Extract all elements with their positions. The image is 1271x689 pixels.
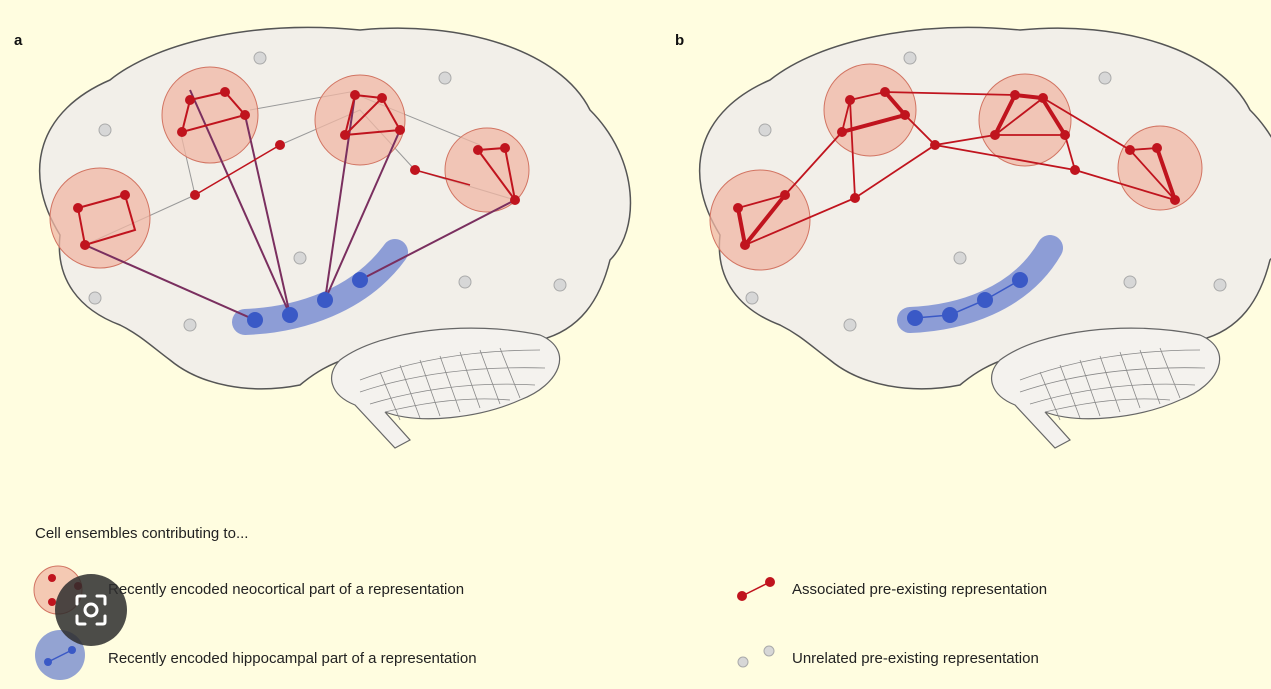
visual-search-lens-button[interactable] bbox=[55, 574, 127, 646]
legend-hippocampal-label: Recently encoded hippocampal part of a r… bbox=[108, 650, 477, 667]
legend-neocortical-label: Recently encoded neocortical part of a r… bbox=[108, 581, 464, 598]
panel-b-label: b bbox=[675, 32, 684, 49]
legend-associated-swatch bbox=[737, 577, 775, 601]
panel-b: b bbox=[675, 27, 1271, 448]
legend-title: Cell ensembles contributing to... bbox=[35, 525, 248, 542]
visual-search-lens-icon bbox=[73, 592, 109, 628]
legend-unrelated-swatch bbox=[738, 646, 774, 667]
legend-unrelated-label: Unrelated pre-existing representation bbox=[792, 650, 1039, 667]
cerebellum-a bbox=[332, 328, 560, 448]
panel-a-label: a bbox=[14, 32, 23, 49]
cerebellum-b bbox=[992, 328, 1220, 448]
legend-associated-label: Associated pre-existing representation bbox=[792, 581, 1047, 598]
panel-a: a bbox=[14, 27, 630, 448]
